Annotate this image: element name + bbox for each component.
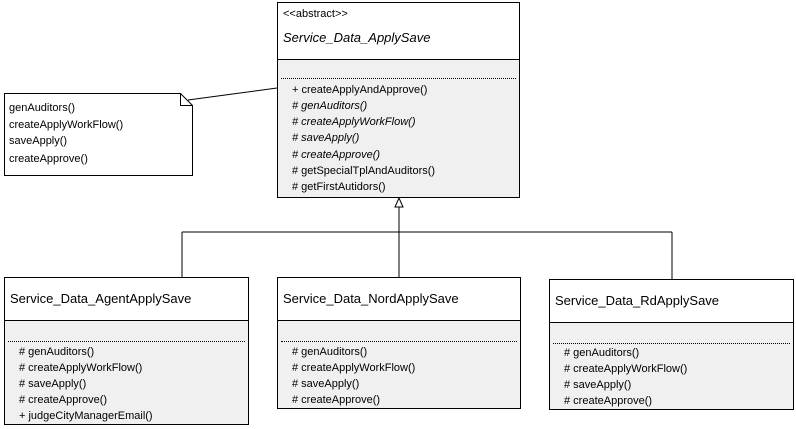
class-name: Service_Data_NordApplySave [283, 291, 459, 306]
nord-class-methods: # genAuditors() # createApplyWorkFlow() … [278, 321, 520, 408]
method-item: # createApprove() [292, 394, 381, 406]
rd-class-box[interactable]: Service_Data_RdApplySave # genAuditors()… [549, 279, 794, 410]
class-name: Service_Data_RdApplySave [555, 293, 720, 308]
agent-class-methods: # genAuditors() # createApplyWorkFlow() … [5, 321, 248, 424]
abstract-class-methods: + createApplyAndApprove() # genAuditors(… [278, 60, 519, 197]
agent-class-box[interactable]: Service_Data_AgentApplySave # genAuditor… [4, 277, 249, 425]
method-item: # getFirstAutidors() [292, 181, 386, 193]
divider [8, 341, 245, 342]
note-line: genAuditors() [9, 102, 76, 114]
rd-class-header: Service_Data_RdApplySave [550, 280, 793, 323]
method-item: + createApplyAndApprove() [292, 84, 428, 96]
method-item: # createApprove() [564, 395, 653, 407]
method-item: + judgeCityManagerEmail() [19, 410, 153, 422]
rd-class-methods: # genAuditors() # createApplyWorkFlow() … [550, 323, 793, 409]
method-item: # createApprove() [292, 149, 381, 161]
method-item: # genAuditors() [19, 346, 95, 358]
nord-class-box[interactable]: Service_Data_NordApplySave # genAuditors… [277, 277, 521, 409]
abstract-class-name: Service_Data_ApplySave [283, 30, 431, 45]
method-item: # genAuditors() [292, 346, 368, 358]
abstract-class-header: <<abstract>> Service_Data_ApplySave [278, 3, 519, 60]
note-shape [4, 93, 193, 176]
note-line: saveApply() [9, 135, 68, 147]
method-item: # saveApply() [564, 379, 632, 391]
inheritance-arrowhead [394, 196, 404, 208]
method-item: # createApprove() [19, 394, 108, 406]
method-item: # getSpecialTplAndAuditors() [292, 165, 436, 177]
method-item: # createApplyWorkFlow() [292, 116, 416, 128]
abstract-class-box[interactable]: <<abstract>> Service_Data_ApplySave + cr… [277, 2, 520, 198]
note-anchor-line [187, 87, 278, 101]
method-item: # createApplyWorkFlow() [564, 363, 688, 375]
method-item: # saveApply() [19, 378, 87, 390]
note-line: createApplyWorkFlow() [9, 119, 124, 131]
method-item: # createApplyWorkFlow() [292, 362, 416, 374]
method-item: # createApplyWorkFlow() [19, 362, 143, 374]
divider [281, 341, 517, 342]
class-name: Service_Data_AgentApplySave [10, 291, 192, 306]
divider [553, 343, 790, 344]
agent-class-header: Service_Data_AgentApplySave [5, 278, 248, 321]
method-item: # saveApply() [292, 378, 360, 390]
note-box: genAuditors() createApplyWorkFlow() save… [4, 93, 193, 176]
method-item: # genAuditors() [292, 100, 368, 112]
method-item: # saveApply() [292, 132, 360, 144]
divider [281, 78, 516, 79]
note-line: createApprove() [9, 153, 88, 165]
nord-class-header: Service_Data_NordApplySave [278, 278, 520, 321]
stereotype-label: <<abstract>> [283, 8, 348, 20]
method-item: # genAuditors() [564, 347, 640, 359]
